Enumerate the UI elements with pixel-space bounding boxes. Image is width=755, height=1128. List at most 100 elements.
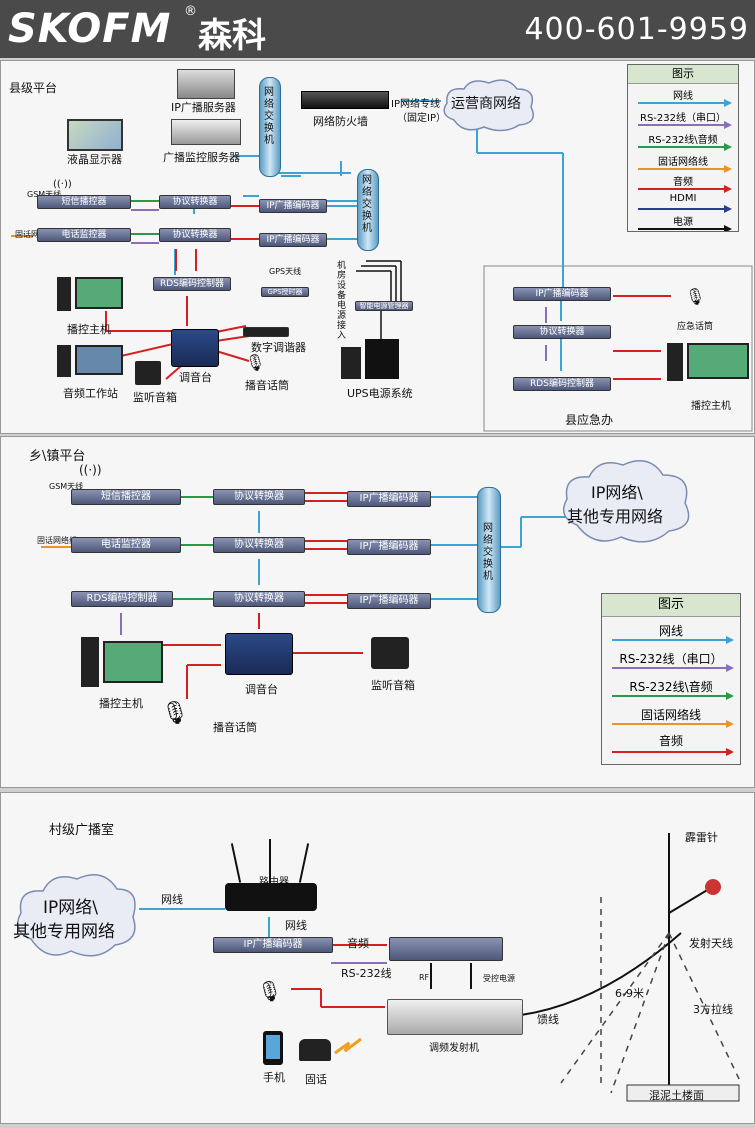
monitor-speaker-image (135, 361, 161, 385)
gps-clock: GPS授时器 (261, 287, 309, 297)
gsm-label: GSM天线 (27, 189, 61, 200)
gsm-antenna-icon: ((·)) (53, 179, 72, 190)
mobile-phone-image (263, 1031, 283, 1065)
network-switch-1-label: 网络交换机 (264, 87, 274, 146)
town-ip-encoder-1: IP广播编码器 (347, 491, 431, 507)
village-wire1-label: 网线 (161, 893, 183, 906)
legend-arrowhead (724, 185, 732, 193)
ip-line-label: IP网络专线 (391, 99, 440, 110)
town-host-image (81, 637, 163, 687)
brand-name: 森科 (198, 16, 266, 56)
mixer-image (171, 329, 219, 367)
town-microphone-icon: 🎙 (161, 701, 189, 726)
legend-arrowhead (724, 99, 732, 107)
legend-arrowhead (724, 225, 732, 231)
registered-mark: ® (184, 4, 197, 19)
town-ip-encoder-2: IP广播编码器 (347, 539, 431, 555)
legend-arrowhead (726, 692, 734, 700)
town-protocol-converter-1: 协议转换器 (213, 489, 305, 505)
legend-county-item: 网线 (673, 91, 693, 102)
emergency-ip-encoder: IP广播编码器 (513, 287, 611, 301)
town-cloud-line1: IP网络\ (591, 483, 643, 502)
town-rds-controller: RDS编码控制器 (71, 591, 173, 607)
legend-county-item: 固话网络线 (658, 157, 708, 168)
network-switch-2 (357, 169, 379, 251)
village-fm-exciter (389, 937, 503, 961)
town-gsm-label: GSM天线 (49, 482, 84, 491)
network-switch-2-label: 网络交换机 (362, 175, 372, 234)
landline-image (299, 1039, 331, 1061)
mixer-label: 调音台 (179, 371, 212, 384)
town-platform-panel: 乡\镇平台 ((·)) GSM天线 短信播控器 固话网络线 电话监控器 RDS编… (0, 436, 755, 788)
legend-town-item: 网线 (658, 624, 683, 638)
town-speaker-label: 监听音箱 (371, 679, 415, 692)
monitor-speaker-label: 监听音箱 (133, 391, 177, 404)
legend-county-title: 图示 (628, 65, 738, 84)
monitor-server-label: 广播监控服务器 (163, 151, 240, 164)
town-connections (41, 492, 566, 699)
operator-cloud (443, 79, 534, 132)
microphone-label: 播音话筒 (245, 379, 289, 392)
rds-controller: RDS编码控制器 (153, 277, 231, 291)
village-rs232-label: RS-232线 (341, 967, 392, 980)
fixed-ip-label: （固定IP） (397, 113, 446, 124)
microphone-icon: 🎙 (245, 353, 266, 372)
town-mixer-image (225, 633, 293, 675)
network-switch-1 (259, 77, 281, 177)
gsm-antenna-icon: ((·)) (79, 463, 102, 477)
logo: SKOFM (8, 6, 172, 52)
workstation-image (57, 345, 123, 377)
legend-town-lines (612, 636, 734, 756)
legend-town-item: 音频 (658, 734, 683, 748)
ip-encoder-1: IP广播编码器 (259, 199, 327, 213)
router-image (225, 839, 317, 913)
emergency-host-image (667, 343, 749, 381)
legend-arrowhead (726, 664, 734, 672)
height-label: 6-9米 (615, 987, 644, 1000)
lcd-display-label: 液晶显示器 (67, 153, 122, 166)
sms-controller: 短信播控器 (37, 195, 131, 209)
village-microphone-icon: 🎙 (257, 979, 283, 1003)
legend-arrowhead (724, 121, 732, 129)
feeder-label: 馈线 (537, 1013, 559, 1026)
emergency-mic-icon: 🎙 (685, 287, 706, 306)
ups-label: UPS电源系统 (347, 387, 413, 400)
legend-arrowhead (724, 165, 732, 173)
fm-transmitter-image (387, 999, 523, 1035)
village-ip-encoder: IP广播编码器 (213, 937, 333, 953)
legend-arrowhead (726, 748, 734, 756)
operator-label: 运营商网络 (451, 96, 521, 112)
town-speaker-image (371, 637, 409, 669)
phone-line-label: 固话网络线 (15, 230, 55, 239)
town-phone-line-label: 固话网络线 (37, 536, 77, 545)
legend-town-item: RS-232线\音频 (629, 680, 713, 694)
town-network-switch-label: 网络交换机 (483, 523, 493, 582)
mobile-phone-label: 手机 (263, 1071, 285, 1084)
town-sms-controller: 短信播控器 (71, 489, 181, 505)
town-protocol-converter-2: 协议转换器 (213, 537, 305, 553)
digital-tuner-label: 数字调谐器 (251, 341, 306, 354)
hotline-number: 400-601-9959 (524, 12, 749, 47)
antenna-label: 发射天线 (689, 937, 733, 950)
host-pc-label: 播控主机 (67, 323, 111, 336)
legend-county-lines (638, 99, 732, 231)
town-ip-encoder-3: IP广播编码器 (347, 593, 431, 609)
town-mixer-label: 调音台 (245, 683, 278, 696)
legend-county-item: RS-232线（串口） (640, 113, 726, 124)
digital-tuner (243, 327, 289, 337)
antenna-element (705, 879, 721, 895)
room-power-label: 机房设备电源接入 (337, 261, 347, 341)
town-cloud (562, 460, 690, 543)
ip-encoder-2: IP广播编码器 (259, 233, 327, 247)
fm-transmitter-label: 调频发射机 (429, 1043, 479, 1054)
town-network-switch (477, 487, 501, 613)
host-pc-image (57, 277, 123, 311)
village-audio-label: 音频 (347, 937, 369, 950)
emergency-mic-label: 应急话筒 (677, 322, 714, 332)
emergency-office-label: 县应急办 (565, 413, 614, 427)
legend-arrowhead (726, 720, 734, 728)
emergency-host-label: 播控主机 (691, 401, 731, 412)
legend-town-item: 固话网络线 (640, 708, 701, 722)
monitor-server-image (171, 119, 241, 145)
town-cloud-line2: 其他专用网络 (567, 507, 664, 526)
